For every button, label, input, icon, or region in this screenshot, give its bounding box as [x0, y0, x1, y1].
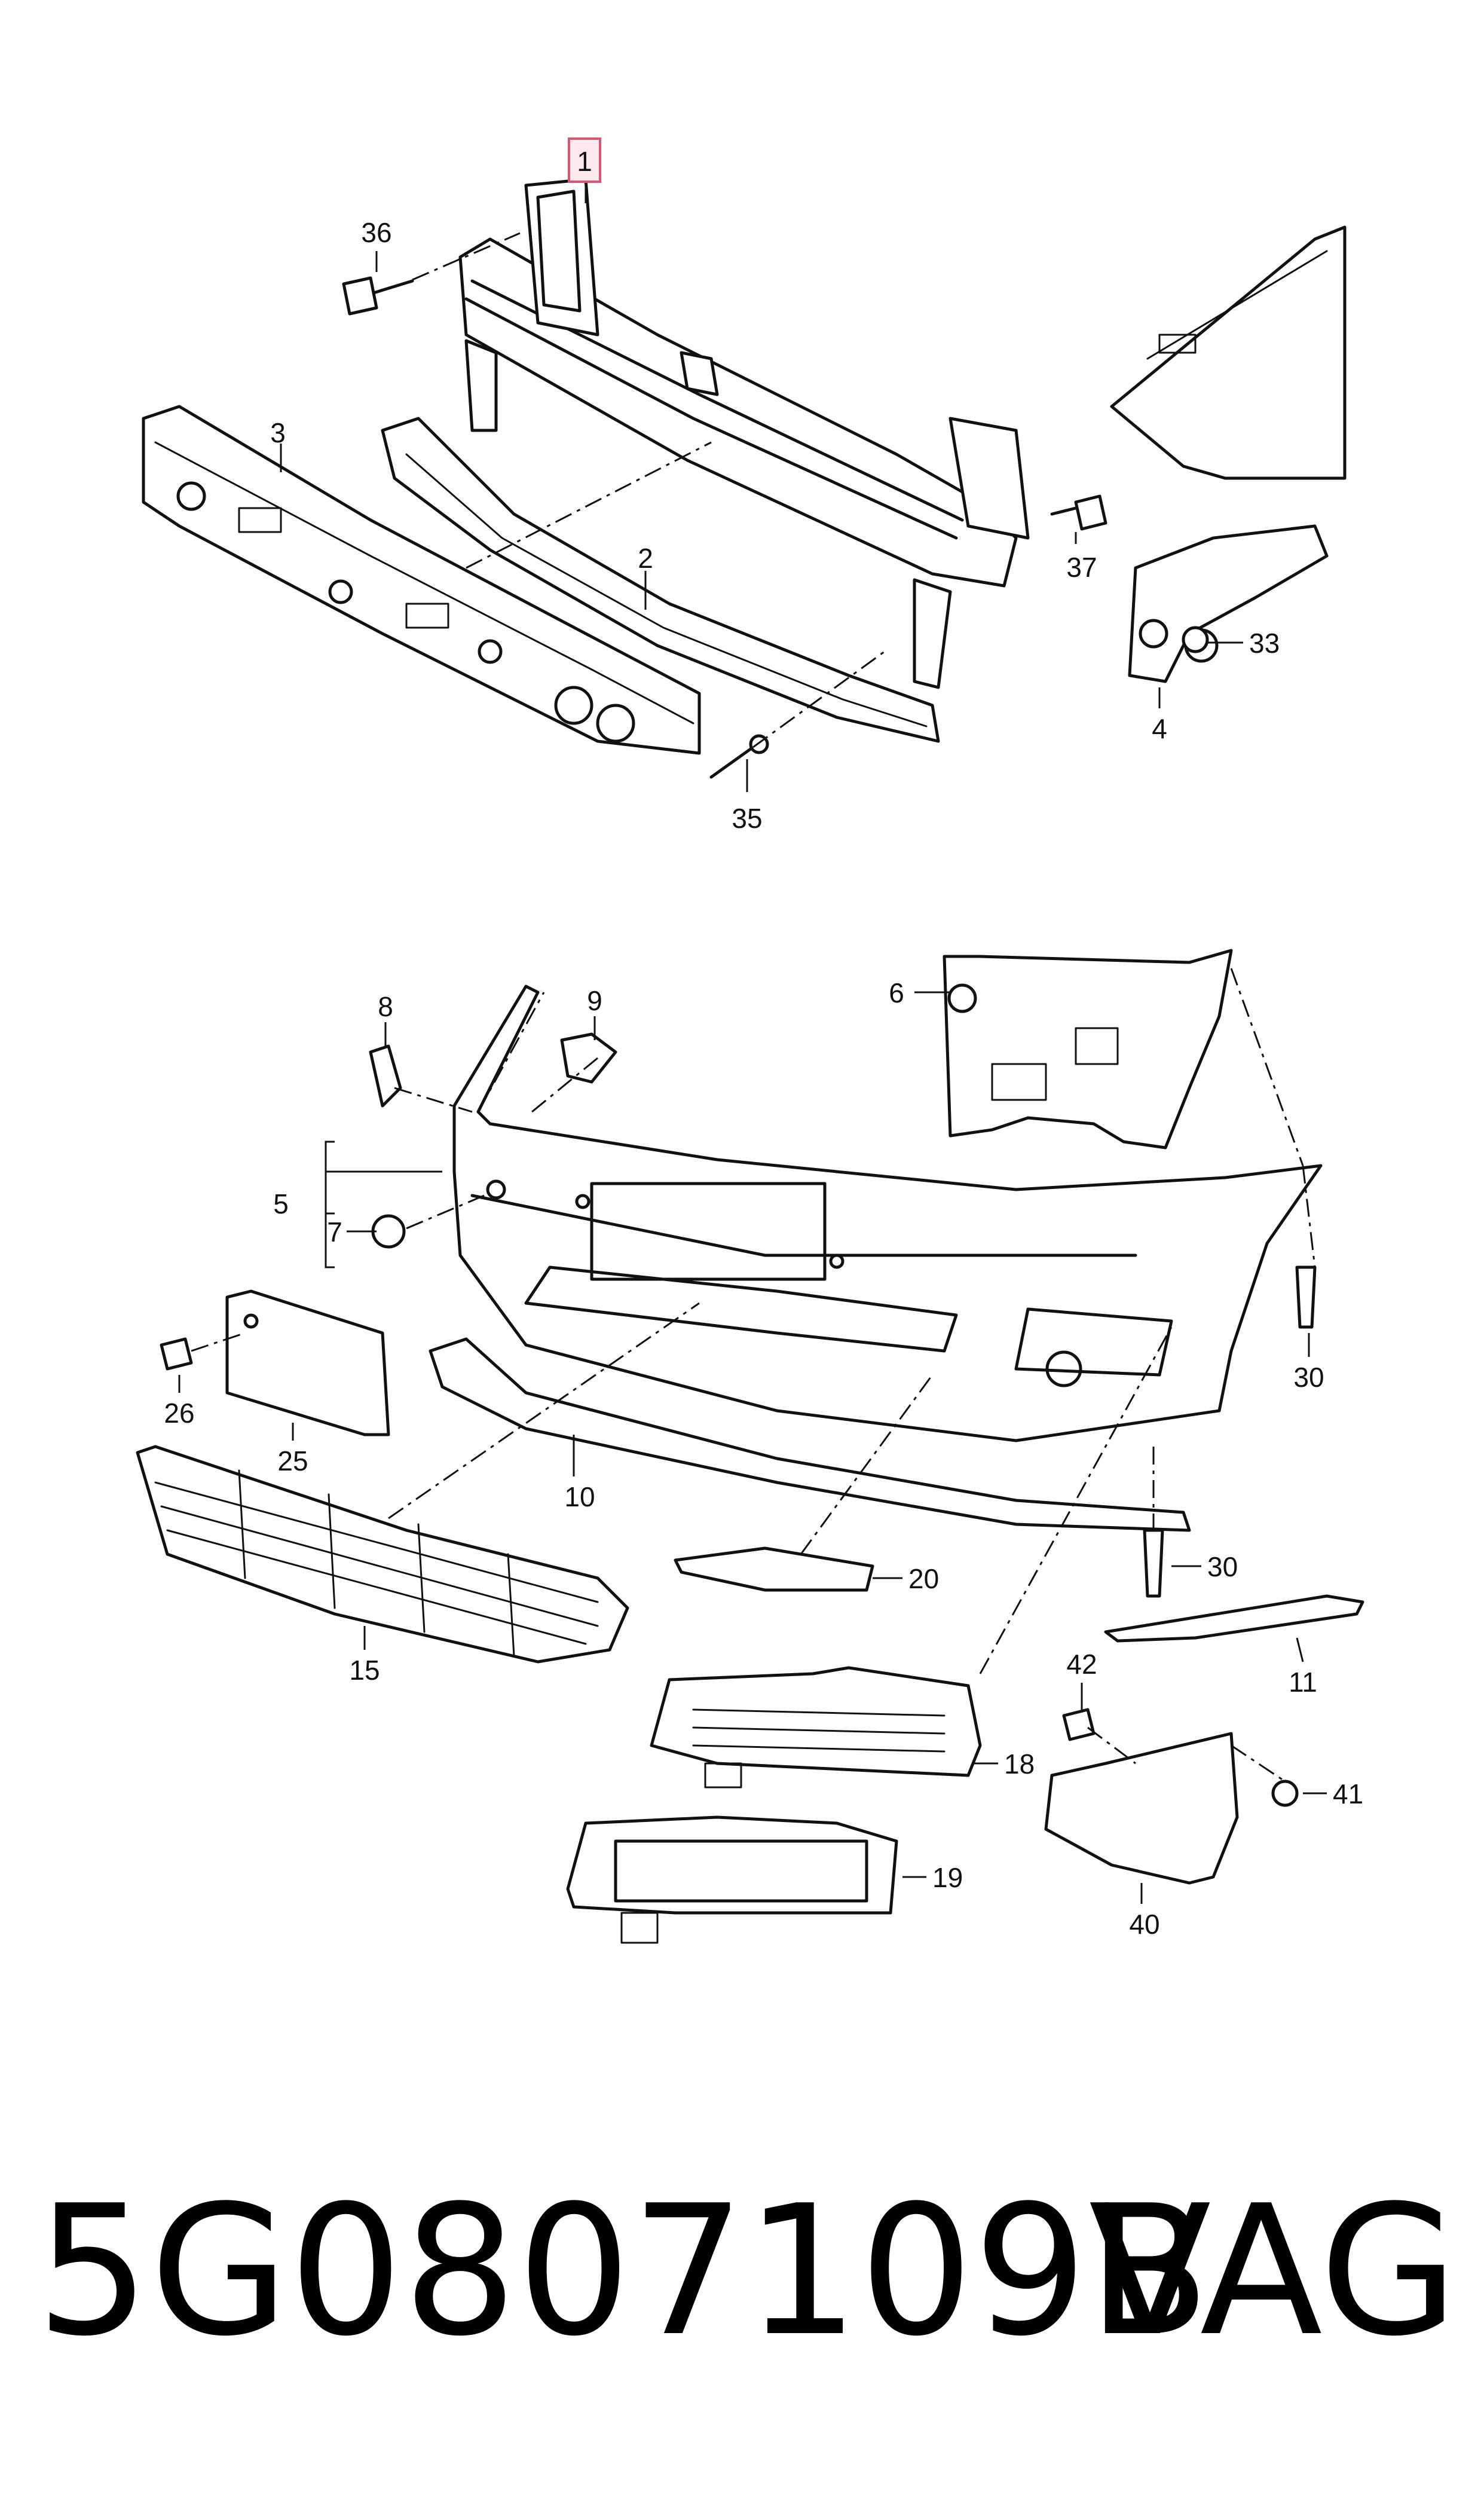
clip-8: [369, 1044, 402, 1108]
callout-35: 35: [732, 803, 762, 834]
callout-1: 1: [577, 146, 592, 177]
trim-strip: [1104, 1594, 1364, 1643]
fender: [1110, 225, 1347, 480]
callout-3: 3: [270, 417, 286, 448]
clip-9: [560, 1032, 617, 1084]
nut-41: [1271, 1780, 1299, 1807]
callout-40: 40: [1129, 1909, 1159, 1940]
cap-7: [371, 1214, 406, 1249]
bumper-cover: [452, 985, 1323, 1442]
screw-30-lower: [1143, 1528, 1164, 1598]
callout-25: 25: [277, 1445, 308, 1476]
licence-plate-holder: [225, 1289, 390, 1436]
callout-1-highlight: [568, 137, 601, 183]
callout-19: 19: [932, 1862, 963, 1893]
bolt-36: [342, 276, 414, 316]
callout-8: 8: [378, 991, 393, 1022]
callout-7: 7: [327, 1216, 342, 1248]
side-bracket: [943, 949, 1233, 1150]
brand-name: VAG: [1088, 2167, 1458, 2376]
callout-33: 33: [1249, 628, 1280, 659]
callout-18: 18: [1004, 1748, 1035, 1780]
callout-26: 26: [164, 1398, 194, 1429]
callout-37: 37: [1066, 552, 1097, 583]
part-number: 5G0807109B: [36, 2167, 1211, 2376]
part-caption: 5G0807109B VAG: [36, 2176, 1458, 2367]
nut-33: [1182, 626, 1209, 653]
callout-6: 6: [889, 977, 904, 1008]
callout-42: 42: [1066, 1649, 1097, 1680]
centre-grille: [136, 1445, 629, 1664]
callout-4: 4: [1152, 713, 1167, 744]
fog-frame: [566, 1815, 898, 1944]
bumper-reinforcement-beam: [458, 178, 1030, 689]
screw-30-upper: [1295, 1265, 1317, 1329]
callout-11: 11: [1289, 1667, 1317, 1698]
bolt-42: [1062, 1708, 1096, 1741]
lower-spoiler: [429, 1337, 1191, 1532]
callout-30-lower: 30: [1207, 1551, 1238, 1582]
callout-10: 10: [564, 1481, 595, 1512]
pin-26: [160, 1337, 193, 1371]
callout-2: 2: [638, 543, 653, 574]
impact-strip: [381, 417, 940, 743]
energy-absorber: [142, 405, 701, 755]
fog-grille: [650, 1666, 982, 1789]
callout-15: 15: [349, 1655, 380, 1686]
callout-30-upper: 30: [1293, 1362, 1324, 1393]
fog-trim: [674, 1546, 874, 1592]
callout-9: 9: [587, 985, 602, 1016]
fender-bracket: [1128, 524, 1329, 683]
callout-36: 36: [361, 217, 391, 248]
callout-5: 5: [273, 1188, 289, 1219]
callout-41: 41: [1333, 1778, 1363, 1809]
callout-20: 20: [908, 1563, 939, 1594]
air-guide: [1044, 1732, 1239, 1885]
bolt-37: [1050, 494, 1107, 531]
